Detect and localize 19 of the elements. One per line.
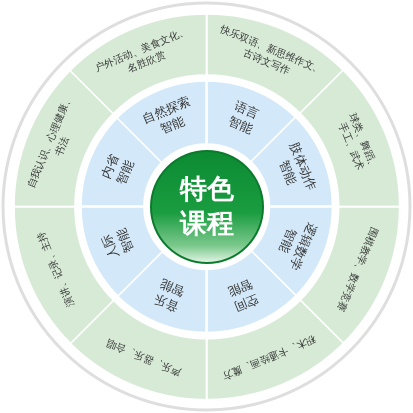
inner-ring-segment [80, 206, 162, 296]
course-label: 快乐双语、新思维作文、古诗文写作 [218, 22, 326, 78]
course-label: 围棋教学、数学竞赛 [334, 224, 380, 313]
intelligence-label: 人际智能 [98, 224, 138, 263]
intelligence-label: 肢体动作智能 [275, 140, 320, 195]
inner-ring-segment [251, 117, 332, 206]
course-label: 户外活动、美食文化、名胜欣赏 [92, 24, 191, 76]
course-label: 球类、舞蹈、手工、武术 [336, 110, 382, 174]
course-label: 声乐、器乐、合唱 [104, 336, 184, 378]
intelligence-label: 逻辑数学智能 [275, 219, 320, 274]
course-label: 积木、卡通绘画、魔方 [220, 332, 318, 382]
intelligence-label: 音乐智能 [151, 275, 188, 316]
intelligence-label: 语言智能 [224, 98, 262, 139]
intelligence-label: 内省智能 [98, 151, 138, 190]
course-label: 自我认识、心理健康、书法 [24, 92, 75, 192]
intelligence-label: 自然探索智能 [140, 93, 194, 139]
center-title: 特色课程 [178, 172, 235, 242]
intelligence-label: 空间智能 [224, 275, 262, 316]
course-label: 演讲、记录、主持 [34, 229, 77, 308]
